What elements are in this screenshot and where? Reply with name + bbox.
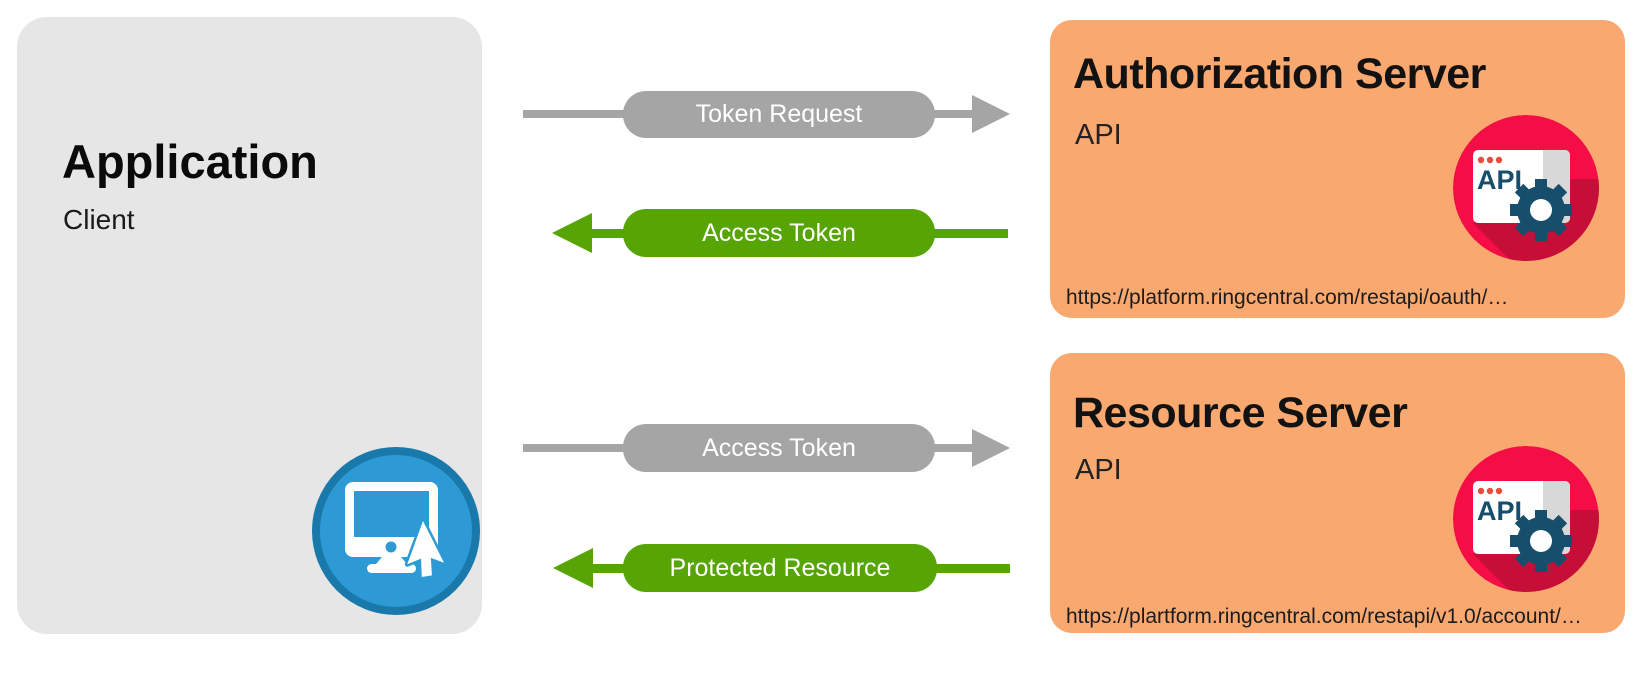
flow-label: Token Request [695,100,863,128]
arrowhead-left-icon [553,548,593,588]
arrowhead-left-icon [552,213,592,253]
arrow-line [930,229,1008,238]
api-window-gear-icon: API [1453,115,1599,261]
api-window-gear-icon: API [1453,446,1599,592]
application-box: Application Client [17,17,482,634]
authorization-server-title: Authorization Server [1073,50,1486,98]
arrow-line [930,110,975,118]
flow-label: Protected Resource [669,553,891,582]
authorization-server-box: Authorization Server API https://platfor… [1050,20,1625,318]
application-subtitle: Client [63,204,135,235]
flow-label-pill: Token Request [623,91,935,138]
svg-text:API: API [1477,496,1522,526]
application-title: Application [62,135,318,188]
flow-label: Access Token [702,433,856,462]
arrow-line [523,110,633,118]
resource-server-url: https://plartform.ringcentral.com/restap… [1066,605,1582,628]
resource-server-box: Resource Server API https://plartform.ri… [1050,353,1625,633]
arrow-line [523,444,633,452]
resource-server-subtitle: API [1075,454,1122,486]
authorization-server-url: https://platform.ringcentral.com/restapi… [1066,286,1509,309]
svg-text:API: API [1477,165,1522,195]
flow-label: Access Token [702,218,856,247]
resource-server-title: Resource Server [1073,389,1408,437]
arrowhead-right-icon [972,429,1010,467]
flow-label-pill: Protected Resource [623,544,937,592]
computer-cursor-icon [312,447,480,615]
arrow-line [588,229,628,238]
arrow-line [589,564,628,573]
arrow-line [932,564,1010,573]
flow-label-pill: Access Token [623,209,935,257]
arrow-line [930,444,975,452]
authorization-server-subtitle: API [1075,119,1122,151]
flow-label-pill: Access Token [623,424,935,472]
arrowhead-right-icon [972,95,1010,133]
